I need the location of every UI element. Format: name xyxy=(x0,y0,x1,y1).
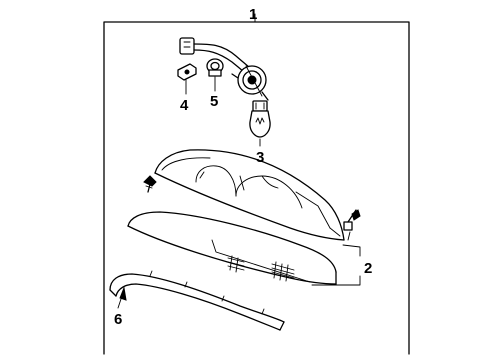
lamp-housing-part xyxy=(154,149,345,241)
bulb-part xyxy=(249,100,271,147)
clip-part xyxy=(177,63,197,95)
lens-grille-right xyxy=(271,261,295,282)
callout-1: 1 xyxy=(249,6,257,23)
right-bolt-part xyxy=(343,209,361,241)
small-socket-part xyxy=(206,58,224,92)
callout-4: 4 xyxy=(180,97,189,114)
callout-3: 3 xyxy=(256,149,264,166)
lens-grille-left xyxy=(227,255,245,273)
lens-part xyxy=(127,211,337,285)
assembly-frame xyxy=(103,13,410,355)
trim-strip-part xyxy=(109,270,285,331)
callout-2: 2 xyxy=(364,260,372,277)
callout-2-leaders xyxy=(311,244,361,286)
left-screw-part xyxy=(143,175,157,193)
callout-5: 5 xyxy=(210,93,218,110)
callout-6: 6 xyxy=(114,311,122,328)
wiring-harness-part xyxy=(179,37,269,101)
